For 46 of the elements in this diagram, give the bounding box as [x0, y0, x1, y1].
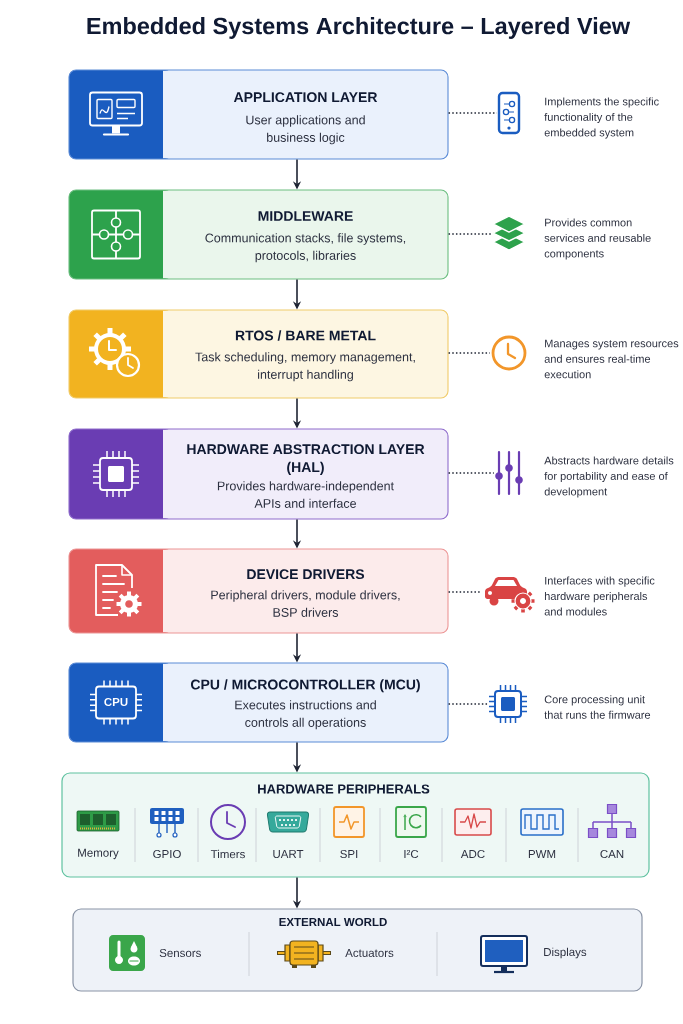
chip-label: CPU [104, 697, 128, 707]
item-label: UART [273, 850, 304, 858]
dotted-line [447, 703, 489, 705]
title: Embedded Systems Architecture – Layered View [87, 17, 631, 39]
item-label: Displays [544, 947, 587, 959]
dotted-line [447, 472, 495, 474]
group-title: EXTERNAL WORLD [279, 917, 387, 927]
item-label: ADC [460, 849, 485, 859]
item-label: PWM [528, 850, 556, 858]
side-description: Implements the specific functionality of the embedded system [544, 97, 659, 139]
layer-title: RTOS / BARE METAL [235, 330, 376, 341]
layer-title: DEVICE DRIVERS [247, 569, 365, 580]
layer-description: Communication stacks, file systems, protocols, libraries [205, 233, 406, 263]
group-title: HARDWARE PERIPHERALS [258, 784, 430, 794]
dotted-line [447, 591, 482, 593]
item-label: Sensors [159, 948, 201, 958]
dotted-line [447, 233, 493, 235]
side-description: Provides common services and reusable components [544, 218, 651, 260]
layer-description: Provides hardware-independent APIs and interface [217, 481, 394, 508]
item-label: Timers [210, 849, 245, 859]
layer-box [68, 189, 449, 280]
side-description: Abstracts hardware details for portability and ease of development [544, 456, 674, 498]
item-label: SPI [340, 849, 358, 859]
group-box [72, 908, 643, 992]
layer-box [68, 69, 449, 160]
layer-description: Peripheral drivers, module drivers, BSP drivers [211, 590, 400, 617]
side-description: Interfaces with specific hardware peripherals and modules [544, 576, 655, 616]
layer-description: User applications and business logic [246, 115, 365, 145]
item-label: Actuators [345, 949, 394, 957]
layer-box [68, 428, 449, 520]
item-label: GPIO [153, 849, 181, 859]
layer-title: MIDDLEWARE [258, 211, 353, 221]
layer-title: CPU / MICROCONTROLLER (MCU) [191, 679, 420, 693]
side-description: Core processing unit that runs the firmware [544, 695, 651, 719]
layer-description: Task scheduling, memory management, interrupt handling [195, 352, 415, 382]
layer-box [68, 309, 449, 399]
dotted-line [447, 352, 491, 354]
side-description: Manages system resources and ensures real-time execution [544, 339, 679, 379]
item-label: Memory [78, 848, 119, 860]
layer-box [68, 662, 449, 743]
item-label: I²C [404, 849, 419, 859]
layer-title: HARDWARE ABSTRACTION LAYER (HAL) [187, 444, 425, 475]
layer-box [68, 548, 449, 634]
layer-description: Executes instructions and controls all operations [235, 700, 376, 730]
layer-title: APPLICATION LAYER [233, 92, 378, 103]
item-label: CAN [600, 849, 624, 859]
